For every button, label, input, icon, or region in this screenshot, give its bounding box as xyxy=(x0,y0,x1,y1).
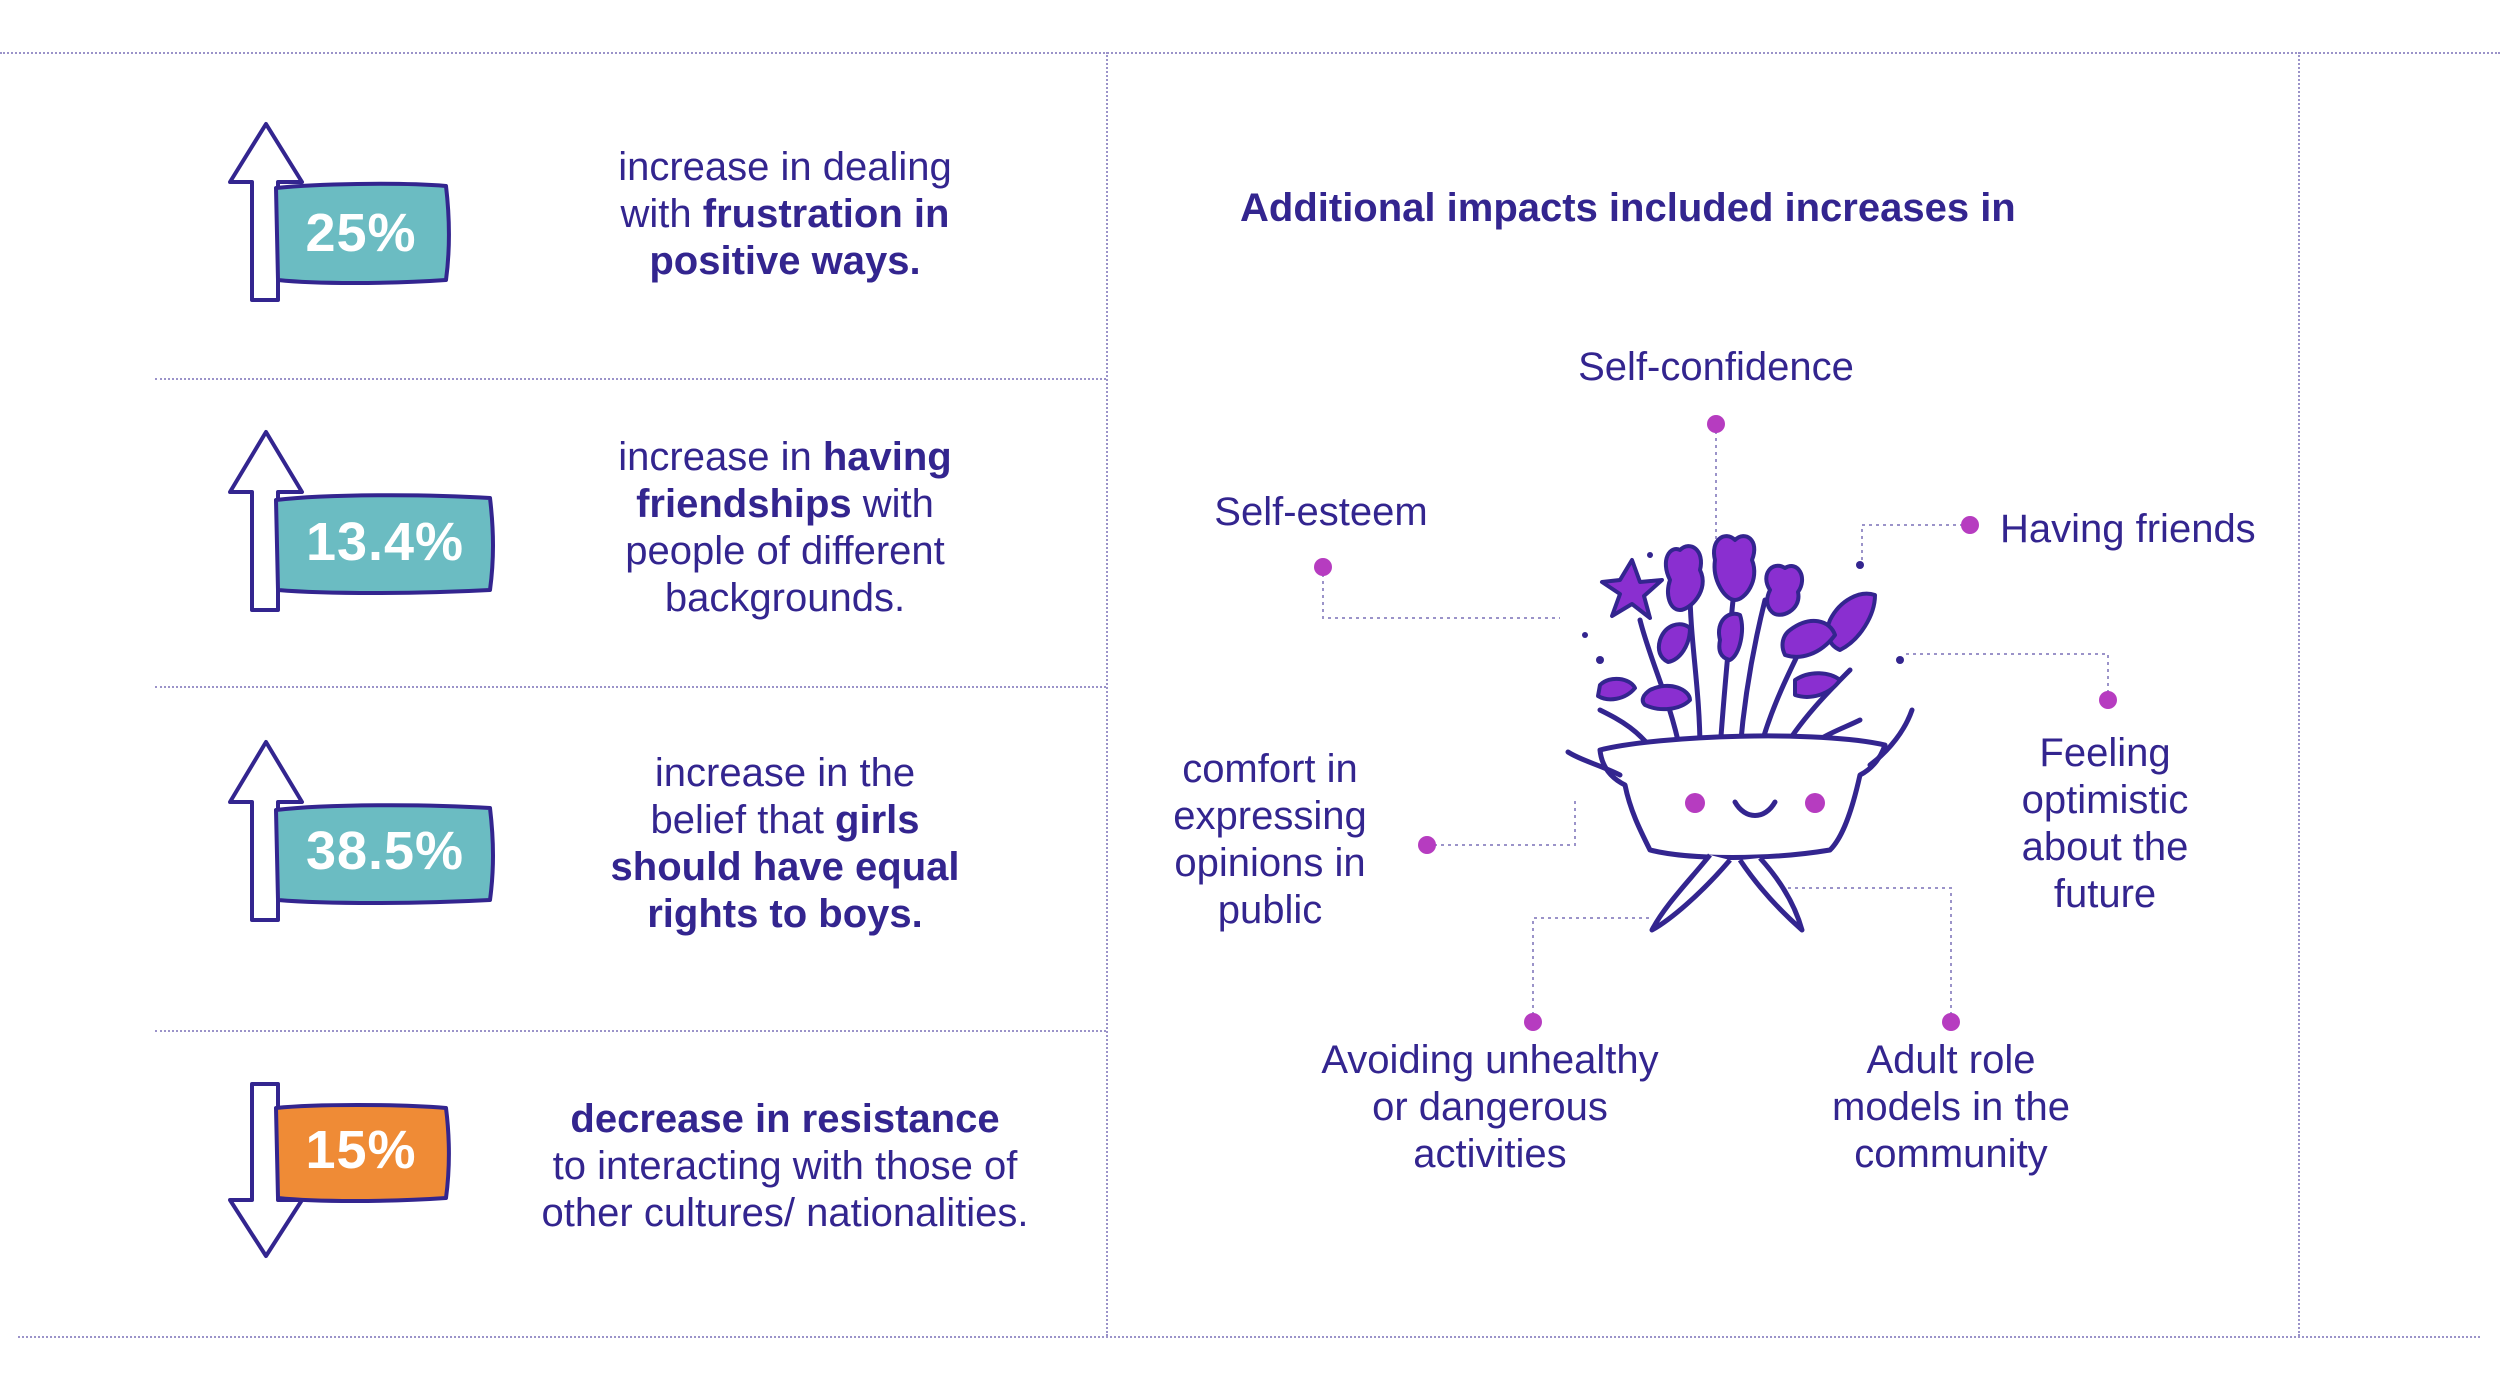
impact-having-friends: Having friends xyxy=(2000,507,2256,551)
center-divider xyxy=(1106,52,1108,1336)
stat-emphasis-text: should have equal xyxy=(610,845,960,889)
stat-plain-text: to interacting with those of xyxy=(552,1144,1018,1188)
stat-plain-text: increase in the xyxy=(654,751,916,795)
impact-role-models: Adult role models in the community xyxy=(1832,1038,2070,1176)
bottom-divider xyxy=(18,1336,2480,1338)
connector-dot xyxy=(1707,415,1725,433)
stat-emphasis-text: rights to boys. xyxy=(647,892,923,936)
stat-emphasis-text: positive ways. xyxy=(649,239,921,283)
right-divider xyxy=(2298,52,2300,1336)
stat-emphasis-text: decrease in resistance xyxy=(570,1097,1000,1141)
connector-dot xyxy=(1524,1013,1542,1031)
flower-pot-mascot-icon xyxy=(1565,534,1915,933)
stat-arrow-up-icon xyxy=(226,738,496,928)
stat-value: 15% xyxy=(305,1120,417,1180)
stat-plain-text: belief that xyxy=(650,798,836,842)
row-divider-1 xyxy=(155,378,1106,380)
connector-dot xyxy=(1961,516,1979,534)
connector-dot xyxy=(1314,558,1332,576)
impact-avoiding: Avoiding unhealthy or dangerous activiti… xyxy=(1321,1038,1659,1176)
impact-comfort: comfort in expressing opinions in public xyxy=(1173,747,1367,932)
impact-self-esteem: Self-esteem xyxy=(1214,490,1428,534)
impact-self-confidence: Self-confidence xyxy=(1578,345,1854,389)
stat-plain-text: increase in dealing xyxy=(618,145,952,189)
stat-plain-text: with xyxy=(851,482,934,526)
row-divider-3 xyxy=(155,1030,1106,1032)
stat-arrow-up-icon xyxy=(226,428,496,618)
connector-dot xyxy=(1942,1013,1960,1031)
stat-emphasis-text: friendships xyxy=(636,482,852,526)
stat-emphasis-text: girls xyxy=(835,798,920,842)
top-divider xyxy=(0,52,2500,54)
stat-plain-text: increase in xyxy=(618,435,823,479)
stat-plain-text: with xyxy=(620,192,703,236)
impacts-title: Additional impacts included increases in xyxy=(1240,186,2016,230)
connector-dot xyxy=(2099,691,2117,709)
stat-arrow-up-icon xyxy=(226,120,456,310)
stat-plain-text: backgrounds. xyxy=(664,576,906,620)
stat-value: 38.5% xyxy=(305,821,465,881)
stat-emphasis-text: frustration in xyxy=(702,192,950,236)
stat-emphasis-text: having xyxy=(822,435,952,479)
stat-value: 13.4% xyxy=(305,512,465,572)
stat-arrow-down-icon xyxy=(226,1080,456,1260)
stat-value: 25% xyxy=(305,203,417,263)
stat-plain-text: other cultures/ nationalities. xyxy=(541,1191,1029,1235)
stat-plain-text: people of different xyxy=(625,529,945,573)
impact-optimistic: Feeling optimistic about the future xyxy=(2021,731,2189,916)
row-divider-2 xyxy=(155,686,1106,688)
connector-dot xyxy=(1418,836,1436,854)
